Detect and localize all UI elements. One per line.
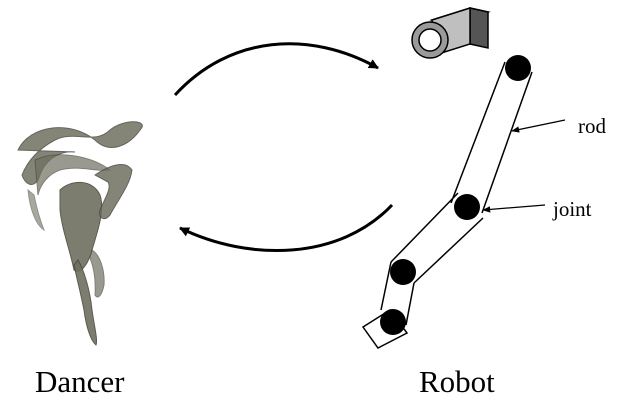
rod-pointer-arrow — [511, 119, 566, 133]
joint-pointer-arrow — [482, 204, 546, 213]
robot-upper-rod — [450, 61, 533, 214]
robot-lower-rod — [380, 261, 415, 326]
robot-joint-lower — [390, 259, 416, 285]
robot-joint-middle — [454, 194, 480, 220]
arrow-dancer-to-robot — [173, 42, 379, 97]
robot-middle-rod — [390, 192, 484, 284]
dancer-caption: Dancer — [35, 364, 125, 399]
robot-caption: Robot — [419, 364, 495, 399]
joint-label: joint — [552, 197, 592, 221]
arrow-robot-to-dancer — [179, 203, 394, 253]
robot-joint-base — [380, 309, 406, 335]
rod-label: rod — [578, 114, 606, 138]
robot-joint-top — [505, 55, 531, 81]
dancer-figure-icon — [17, 121, 143, 346]
camera-icon — [411, 6, 491, 59]
